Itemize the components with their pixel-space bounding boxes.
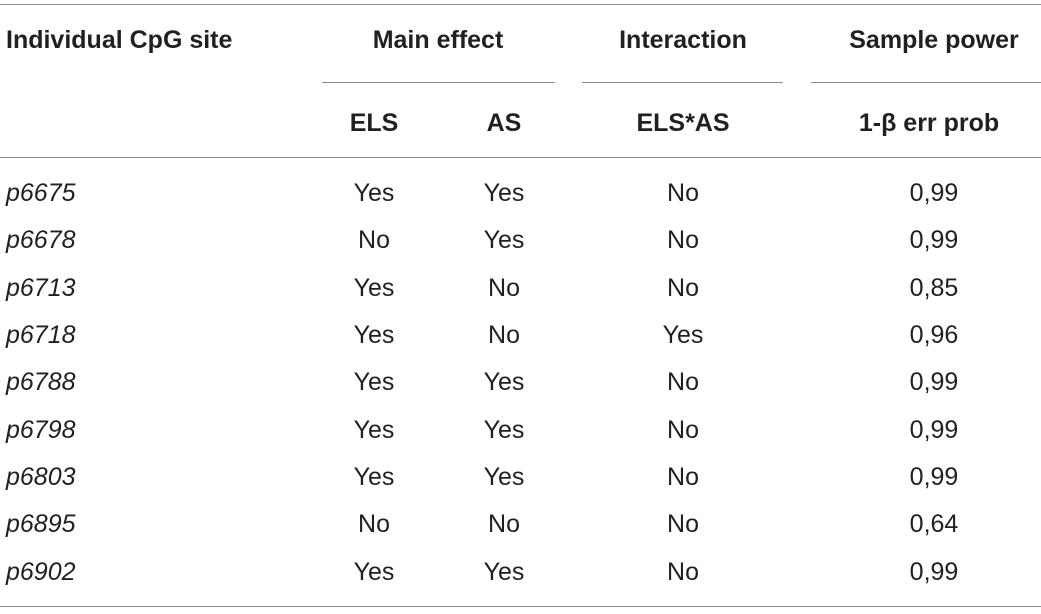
table-row: p6788 Yes Yes No 0,99 xyxy=(0,359,1041,406)
header-main-effect: Main effect xyxy=(372,26,504,54)
table-row: p6895 No No No 0,64 xyxy=(0,501,1041,548)
table-top-rule xyxy=(0,4,1041,5)
els-cell: Yes xyxy=(353,179,395,207)
table-row: p6713 Yes No No 0,85 xyxy=(0,265,1041,312)
els-cell: No xyxy=(358,226,390,254)
interaction-cell: No xyxy=(667,226,699,254)
cpg-site-cell: p6798 xyxy=(6,416,76,444)
interaction-cell: Yes xyxy=(662,321,704,349)
header-sample-power: Sample power xyxy=(849,26,1019,54)
table-row: p6678 No Yes No 0,99 xyxy=(0,217,1041,264)
sample-power-group-rule xyxy=(811,82,1041,83)
els-cell: Yes xyxy=(353,558,395,586)
power-cell: 0,64 xyxy=(909,510,959,538)
subheader-els: ELS xyxy=(349,109,399,137)
as-cell: Yes xyxy=(483,179,525,207)
interaction-cell: No xyxy=(667,558,699,586)
interaction-cell: No xyxy=(667,510,699,538)
table-row: p6675 Yes Yes No 0,99 xyxy=(0,170,1041,217)
power-cell: 0,85 xyxy=(909,274,959,302)
cpg-site-cell: p6902 xyxy=(6,558,76,586)
as-cell: Yes xyxy=(483,416,525,444)
cpg-site-cell: p6895 xyxy=(6,510,76,538)
table-row: p6718 Yes No Yes 0,96 xyxy=(0,312,1041,359)
power-cell: 0,99 xyxy=(909,416,959,444)
as-cell: Yes xyxy=(483,368,525,396)
table-row: p6798 Yes Yes No 0,99 xyxy=(0,407,1041,454)
power-cell: 0,96 xyxy=(909,321,959,349)
interaction-cell: No xyxy=(667,368,699,396)
table-bottom-rule xyxy=(0,606,1041,607)
as-cell: No xyxy=(488,321,520,349)
header-individual-cpg-site: Individual CpG site xyxy=(6,26,233,54)
power-cell: 0,99 xyxy=(909,179,959,207)
cpg-site-cell: p6803 xyxy=(6,463,76,491)
as-cell: No xyxy=(488,510,520,538)
header-interaction: Interaction xyxy=(619,26,747,54)
cpg-site-cell: p6678 xyxy=(6,226,76,254)
as-cell: Yes xyxy=(483,558,525,586)
as-cell: Yes xyxy=(483,463,525,491)
els-cell: Yes xyxy=(353,368,395,396)
els-cell: Yes xyxy=(353,274,395,302)
main-effect-group-rule xyxy=(322,82,555,83)
cpg-site-cell: p6718 xyxy=(6,321,76,349)
cpg-site-cell: p6788 xyxy=(6,368,76,396)
subheader-err-prob: 1-β err prob xyxy=(858,109,1000,137)
power-cell: 0,99 xyxy=(909,463,959,491)
power-cell: 0,99 xyxy=(909,368,959,396)
els-cell: No xyxy=(358,510,390,538)
table-row: p6803 Yes Yes No 0,99 xyxy=(0,454,1041,501)
subheader-as: AS xyxy=(486,109,522,137)
interaction-cell: No xyxy=(667,274,699,302)
els-cell: Yes xyxy=(353,321,395,349)
power-cell: 0,99 xyxy=(909,558,959,586)
as-cell: Yes xyxy=(483,226,525,254)
cpg-site-cell: p6675 xyxy=(6,179,76,207)
power-cell: 0,99 xyxy=(909,226,959,254)
table-row: p6902 Yes Yes No 0,99 xyxy=(0,549,1041,596)
els-cell: Yes xyxy=(353,416,395,444)
els-cell: Yes xyxy=(353,463,395,491)
interaction-group-rule xyxy=(582,82,783,83)
cpg-site-cell: p6713 xyxy=(6,274,76,302)
header-bottom-rule xyxy=(0,157,1041,158)
interaction-cell: No xyxy=(667,179,699,207)
as-cell: No xyxy=(488,274,520,302)
interaction-cell: No xyxy=(667,416,699,444)
subheader-els-as: ELS*AS xyxy=(636,109,730,137)
interaction-cell: No xyxy=(667,463,699,491)
